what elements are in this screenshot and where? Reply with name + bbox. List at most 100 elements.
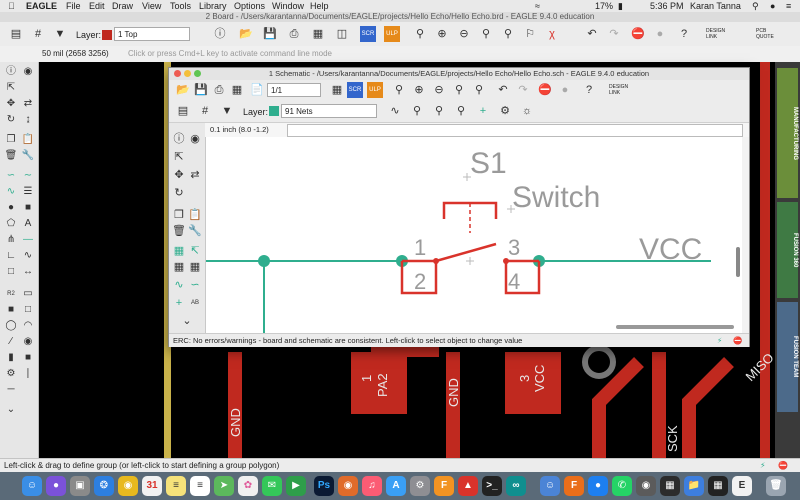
wifi-icon[interactable]: ≈ xyxy=(535,1,540,11)
menu-tools[interactable]: Tools xyxy=(170,1,192,11)
finder-2-icon[interactable]: ☺ xyxy=(540,476,560,496)
label-tool-icon[interactable]: AB xyxy=(190,300,199,306)
add-icon[interactable]: + xyxy=(479,105,487,117)
close-window-button[interactable] xyxy=(174,70,181,77)
fusion-360-tab[interactable]: FUSION 360 xyxy=(777,202,798,298)
move-icon[interactable]: ✥ xyxy=(6,98,16,109)
whatsapp-icon[interactable]: ✆ xyxy=(612,476,632,496)
replace-icon[interactable]: ▦ xyxy=(173,261,185,273)
launchpad-icon[interactable]: ▣ xyxy=(70,476,90,496)
zoom-select-icon[interactable]: ⚲ xyxy=(481,28,491,40)
terminal-icon[interactable]: >_ xyxy=(482,476,502,496)
schematic-command-input[interactable] xyxy=(287,124,743,137)
add-part-icon[interactable]: ▦ xyxy=(173,245,185,257)
menu-draw[interactable]: Draw xyxy=(112,1,134,11)
zoom-in-icon[interactable]: ⊕ xyxy=(414,84,424,96)
stop-icon[interactable]: ⛔ xyxy=(538,84,552,96)
battery-icon[interactable]: ▮ xyxy=(618,1,623,11)
cam-icon[interactable]: ▦ xyxy=(312,28,324,40)
ratsnest-icon[interactable]: χ xyxy=(549,28,555,40)
delete-icon[interactable]: 🗑 xyxy=(172,225,186,237)
photoshop-icon[interactable]: Ps xyxy=(314,476,334,496)
design-link-button[interactable]: DESIGN LINK xyxy=(609,84,629,96)
ulp-icon[interactable]: ULP xyxy=(384,26,400,42)
menu-view[interactable]: View xyxy=(142,1,162,11)
menu-edit[interactable]: Edit xyxy=(89,1,105,11)
print-icon[interactable]: ⎙ xyxy=(289,28,299,40)
measure-icon[interactable]: ∣ xyxy=(25,368,31,379)
zoom-out-icon[interactable]: ⊖ xyxy=(434,84,444,96)
wire-icon[interactable]: ∕ xyxy=(10,336,12,347)
rotate-icon[interactable]: ↻ xyxy=(174,187,184,199)
redraw-icon[interactable]: ⚲ xyxy=(474,84,484,96)
chrome-icon[interactable]: ◉ xyxy=(118,476,138,496)
facetime-icon[interactable]: ▶ xyxy=(286,476,306,496)
go-icon[interactable]: ● xyxy=(656,28,664,40)
fusion-team-tab[interactable]: FUSION TEAM xyxy=(777,302,798,412)
copy-icon[interactable]: ❐ xyxy=(6,134,16,145)
menu-app-name[interactable]: EAGLE xyxy=(26,1,58,11)
search-icon[interactable]: ⚲ xyxy=(752,1,759,11)
open-icon[interactable]: 📂 xyxy=(176,84,190,96)
ripup-icon[interactable]: ∼ xyxy=(23,170,33,181)
open-icon[interactable]: 📂 xyxy=(239,28,253,40)
change-icon[interactable]: 🔧 xyxy=(188,225,202,237)
apple-icon[interactable]:  xyxy=(8,0,15,12)
bus-tool-icon[interactable]: ∽ xyxy=(190,279,200,291)
route-icon[interactable]: ∽ xyxy=(6,170,16,181)
hole-icon[interactable]: ■ xyxy=(24,202,32,213)
bus-icon[interactable]: ⚲ xyxy=(434,105,444,117)
miter-icon[interactable]: ∟ xyxy=(6,250,16,261)
align-icon[interactable]: ↨ xyxy=(25,114,31,125)
vertical-scrollbar[interactable] xyxy=(736,247,740,277)
menu-file[interactable]: File xyxy=(66,1,81,11)
music-icon[interactable]: ♫ xyxy=(362,476,382,496)
system-preferences-icon[interactable]: ⚙ xyxy=(410,476,430,496)
zoom-select-icon[interactable]: ⚲ xyxy=(454,84,464,96)
expand-icon[interactable]: ⌄ xyxy=(182,315,192,327)
layer-settings-icon[interactable]: ▤ xyxy=(177,105,189,117)
zoom-out-icon[interactable]: ⊖ xyxy=(459,28,469,40)
siri-icon[interactable]: ● xyxy=(770,1,776,11)
terminal-2-icon[interactable]: ▦ xyxy=(708,476,728,496)
junction-tool-icon[interactable]: + xyxy=(175,297,183,309)
document-icon[interactable]: E xyxy=(732,476,752,496)
menu-help[interactable]: Help xyxy=(310,1,329,11)
remove-sheet-icon[interactable]: ▦ xyxy=(331,84,343,96)
info-tool-icon[interactable]: ⓘ xyxy=(173,133,185,145)
layer-settings-icon[interactable]: ▤ xyxy=(10,28,22,40)
text-tool-icon[interactable]: A xyxy=(24,218,32,229)
zoom-icon[interactable]: ⚲ xyxy=(412,105,422,117)
pad-icon[interactable]: ◉ xyxy=(23,336,33,347)
scr-icon[interactable]: SCR xyxy=(347,82,363,98)
manufacturing-tab[interactable]: MANUFACTURING xyxy=(777,68,798,198)
dimension-icon[interactable]: ↔ xyxy=(23,266,33,277)
layer-select[interactable]: 1 Top xyxy=(114,27,190,41)
copy-icon[interactable]: ❐ xyxy=(174,209,184,221)
folder-icon[interactable]: 📁 xyxy=(684,476,704,496)
sun-icon[interactable]: ☼ xyxy=(521,105,533,117)
value-icon[interactable]: □ xyxy=(24,304,32,315)
gear-icon[interactable]: ⚙ xyxy=(500,105,510,117)
pinswap-icon[interactable]: ↸ xyxy=(190,245,200,257)
fusion-app-icon[interactable]: F xyxy=(564,476,584,496)
save-icon[interactable]: 💾 xyxy=(194,84,208,96)
undo-icon[interactable]: ↶ xyxy=(498,84,508,96)
paste-icon[interactable]: 📋 xyxy=(21,134,35,145)
eye-icon[interactable]: ◉ xyxy=(190,133,200,145)
app-icon[interactable]: ● xyxy=(588,476,608,496)
undo-icon[interactable]: ↶ xyxy=(587,28,597,40)
messages-icon[interactable]: ✉ xyxy=(262,476,282,496)
name-icon[interactable]: ■ xyxy=(7,304,15,315)
split-icon[interactable]: ⋔ xyxy=(6,234,16,245)
battery-percent[interactable]: 17% xyxy=(595,1,614,11)
expand-icon[interactable]: ⌄ xyxy=(6,404,16,415)
chrome-2-icon[interactable]: ◉ xyxy=(636,476,656,496)
filter-icon[interactable]: ▼ xyxy=(54,28,66,40)
info-icon[interactable]: ⓘ xyxy=(214,28,226,40)
calendar-icon[interactable]: 31 xyxy=(142,476,162,496)
new-sheet-icon[interactable]: 📄 xyxy=(250,84,264,96)
app-store-icon[interactable]: A xyxy=(386,476,406,496)
optimize-icon[interactable]: ☰ xyxy=(23,186,33,197)
menu-options[interactable]: Options xyxy=(234,1,266,11)
